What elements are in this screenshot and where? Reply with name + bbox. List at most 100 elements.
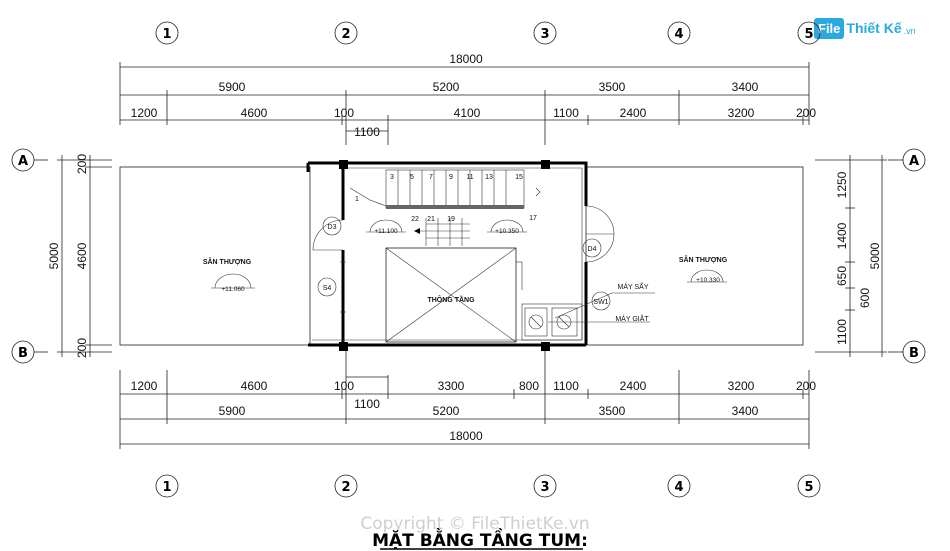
stair-step-11: 11 bbox=[466, 174, 473, 181]
dim-top-bay-2: 5200 bbox=[433, 80, 460, 94]
stair-step-19: 19 bbox=[447, 216, 455, 223]
dim-top-bay-4: 3400 bbox=[732, 80, 759, 94]
dim-bottom-detail-1: 1200 bbox=[131, 379, 158, 393]
right-terrace-label: SÂN THƯỢNG bbox=[679, 255, 728, 264]
laundry-area: SW1 MÁY SẤY MÁY GIẶT bbox=[521, 281, 655, 341]
stair-step-7: 7 bbox=[429, 174, 433, 181]
grid-column-bubbles-bottom: 1 2 3 4 5 bbox=[155, 474, 821, 498]
grid-col-1-top: 1 bbox=[162, 27, 171, 42]
dim-top-bay-3: 3500 bbox=[599, 80, 626, 94]
dim-bottom-total: 18000 bbox=[449, 429, 483, 443]
grid-col-5-top: 5 bbox=[804, 27, 813, 42]
dim-bottom-detail-9: 200 bbox=[796, 379, 816, 393]
stair-step-17: 17 bbox=[529, 215, 537, 222]
dim-top-detail-7: 3200 bbox=[728, 106, 755, 120]
copyright-watermark: Copyright © FileThietKe.vn bbox=[360, 514, 589, 534]
grid-col-4-bottom: 4 bbox=[674, 480, 683, 495]
core-walls bbox=[306, 160, 588, 351]
drawing-title: MẶT BẰNG TẦNG TUM: bbox=[372, 527, 588, 551]
grid-row-a-right: A bbox=[909, 154, 919, 169]
grid-row-bubbles: A B A B bbox=[11, 148, 926, 364]
stair-level-right: +10.350 bbox=[495, 228, 519, 235]
left-terrace-label: SÂN THƯỢNG bbox=[203, 257, 252, 266]
dim-right-seg-2: 1400 bbox=[835, 222, 849, 249]
logo-name: Thiết Kế bbox=[846, 20, 902, 36]
dim-bottom-detail-7: 2400 bbox=[620, 379, 647, 393]
dim-top-detail-1: 1200 bbox=[131, 106, 158, 120]
stair-step-1: 1 bbox=[355, 196, 359, 203]
grid-col-3-top: 3 bbox=[540, 27, 549, 42]
dim-top-total: 18000 bbox=[449, 52, 483, 66]
left-terrace-area bbox=[119, 166, 311, 346]
logo-domain: .vn bbox=[903, 26, 916, 36]
dim-top-detail-6: 2400 bbox=[620, 106, 647, 120]
dim-bottom-bay-4: 3400 bbox=[732, 404, 759, 418]
dim-bottom-detail-4: 3300 bbox=[438, 379, 465, 393]
dim-bottom-detail-5: 800 bbox=[519, 379, 539, 393]
dim-top-detail-4: 4100 bbox=[454, 106, 481, 120]
terrace-outlines bbox=[119, 166, 804, 346]
right-terrace-level: +10.330 bbox=[696, 277, 720, 284]
dimension-lines-bottom: 1200 4600 100 3300 800 1100 2400 3200 20… bbox=[119, 350, 816, 449]
dimension-lines-left: 5000 4600 200 200 bbox=[47, 154, 112, 358]
dim-right-mid: 600 bbox=[858, 288, 872, 308]
dim-left-middle: 4600 bbox=[75, 242, 89, 269]
void-label: THÔNG TẦNG bbox=[427, 294, 475, 304]
dim-bottom-detail-6: 1100 bbox=[553, 379, 579, 393]
washer-label: MÁY GIẶT bbox=[615, 314, 649, 323]
dim-top-detail-3: 100 bbox=[334, 106, 354, 120]
dim-bottom-bay-3: 3500 bbox=[599, 404, 626, 418]
dryer-label: MÁY SẤY bbox=[618, 281, 649, 291]
grid-col-5-bottom: 5 bbox=[804, 480, 813, 495]
dim-left-top: 200 bbox=[75, 154, 89, 174]
dim-right-total: 5000 bbox=[868, 242, 882, 269]
level-markers: +11.060 +10.330 +11.100 +10.350 bbox=[211, 219, 727, 293]
dim-bottom-bay-1: 5900 bbox=[219, 404, 246, 418]
right-terrace-area bbox=[585, 166, 804, 346]
grid-col-2-bottom: 2 bbox=[341, 480, 350, 495]
stair-step-3: 3 bbox=[390, 174, 394, 181]
door-d3-tag: D3 bbox=[328, 224, 337, 231]
dimension-lines-right: 1250 1400 650 1100 600 5000 bbox=[815, 155, 887, 357]
logo-badge: File bbox=[814, 17, 845, 39]
void-opening: THÔNG TẦNG bbox=[385, 247, 523, 343]
left-terrace-level: +11.060 bbox=[221, 286, 245, 293]
dim-bottom-detail-8: 3200 bbox=[728, 379, 755, 393]
stair-step-15: 15 bbox=[515, 174, 523, 181]
stair-step-21: 21 bbox=[427, 216, 435, 223]
dim-right-seg-3: 650 bbox=[835, 266, 849, 286]
dimension-lines-top: 18000 5900 5200 3500 3400 1200 4600 100 … bbox=[119, 52, 816, 145]
dim-top-detail-8: 200 bbox=[796, 106, 816, 120]
dim-bottom-extra: 1100 bbox=[354, 397, 380, 411]
grid-row-b-right: B bbox=[909, 346, 919, 361]
dim-left-bottom: 200 bbox=[75, 338, 89, 358]
stair: 1 3 5 7 9 11 13 15 17 19 21 22 bbox=[349, 169, 541, 246]
sw1-tag: SW1 bbox=[593, 299, 608, 306]
dim-top-extra: 1100 bbox=[354, 125, 380, 139]
stair-level-left: +11.100 bbox=[374, 228, 398, 235]
stair-step-13: 13 bbox=[485, 174, 493, 181]
dim-bottom-bay-2: 5200 bbox=[433, 404, 460, 418]
grid-row-a-left: A bbox=[18, 154, 28, 169]
grid-column-bubbles-top: 1 2 3 4 5 bbox=[155, 21, 821, 45]
doors-windows: D3 S4 D4 bbox=[312, 205, 615, 313]
dim-right-seg-1: 1250 bbox=[835, 171, 849, 198]
dim-bottom-detail-3: 100 bbox=[334, 379, 354, 393]
window-s4-tag: S4 bbox=[323, 285, 332, 292]
grid-col-4-top: 4 bbox=[674, 27, 683, 42]
grid-col-3-bottom: 3 bbox=[540, 480, 549, 495]
stair-step-9: 9 bbox=[449, 174, 453, 181]
dim-bottom-detail-2: 4600 bbox=[241, 379, 268, 393]
filethietke-logo: File Thiết Kế .vn bbox=[814, 14, 916, 42]
dim-left-total: 5000 bbox=[47, 242, 61, 269]
stair-step-22: 22 bbox=[411, 216, 419, 223]
dim-top-bay-1: 5900 bbox=[219, 80, 246, 94]
grid-col-1-bottom: 1 bbox=[162, 480, 171, 495]
dim-right-seg-4: 1100 bbox=[835, 319, 849, 345]
dim-top-detail-5: 1100 bbox=[553, 106, 579, 120]
grid-row-b-left: B bbox=[18, 346, 28, 361]
stair-step-5: 5 bbox=[410, 174, 414, 181]
grid-col-2-top: 2 bbox=[341, 27, 350, 42]
dim-top-detail-2: 4600 bbox=[241, 106, 268, 120]
